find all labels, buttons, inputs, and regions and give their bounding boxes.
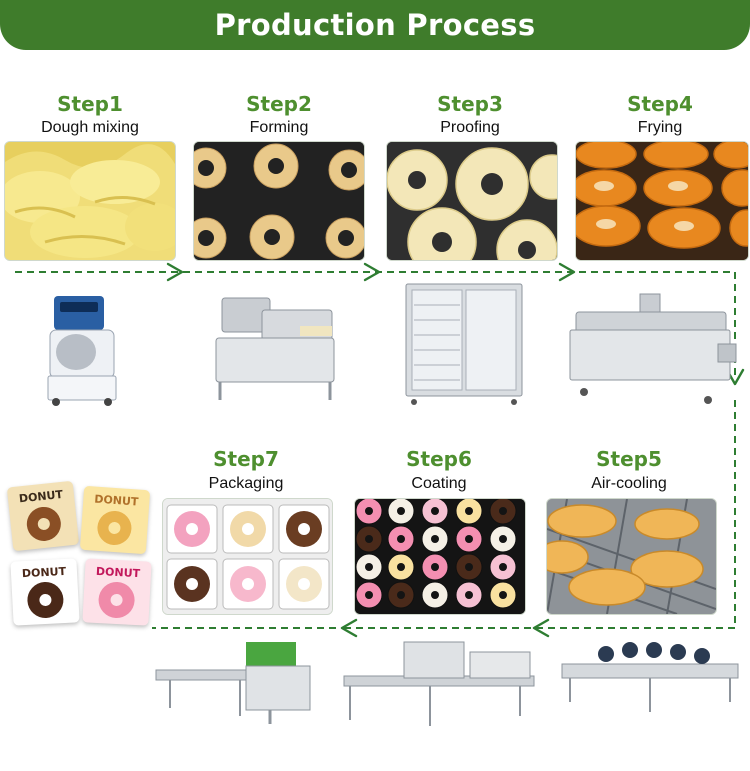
coating-line-icon bbox=[343, 641, 535, 726]
step1-name: Dough mixing bbox=[41, 119, 139, 136]
package-donut-icon bbox=[97, 510, 132, 545]
dough-image bbox=[5, 142, 175, 260]
air-cooling-line-icon bbox=[561, 642, 739, 712]
step4-number: Step4 bbox=[627, 92, 693, 116]
proofing-cabinet-icon bbox=[405, 283, 523, 405]
package-donut-icon bbox=[98, 581, 135, 618]
step2-name: Forming bbox=[249, 119, 309, 136]
fried-donuts-image bbox=[576, 142, 748, 260]
packaging-photo bbox=[162, 498, 333, 615]
page-title: Production Process bbox=[214, 8, 536, 42]
fryer-machine-icon bbox=[569, 293, 737, 404]
arrow-left-icon bbox=[532, 618, 550, 638]
arrow-right-icon bbox=[166, 262, 184, 282]
dough-mixing-photo bbox=[4, 141, 176, 261]
donut-package-3: DONUT bbox=[10, 558, 80, 626]
arrow-left-icon bbox=[340, 618, 358, 638]
forming-machine-icon bbox=[215, 297, 335, 400]
step5-name: Air-cooling bbox=[591, 475, 667, 492]
step3-number: Step3 bbox=[437, 92, 503, 116]
step5-number: Step5 bbox=[596, 447, 662, 471]
right-down-flow-line bbox=[342, 400, 736, 629]
step7-number: Step7 bbox=[213, 447, 279, 471]
air-cooling-photo bbox=[546, 498, 717, 615]
packed-donuts-image bbox=[163, 499, 332, 614]
header-banner: Production Process bbox=[0, 0, 750, 50]
package-donut-icon bbox=[26, 506, 61, 541]
proofing-photo bbox=[386, 141, 558, 261]
step4-name: Frying bbox=[637, 119, 683, 136]
coating-photo bbox=[354, 498, 526, 615]
donut-package-2: DONUT bbox=[79, 485, 151, 555]
step6-number: Step6 bbox=[406, 447, 472, 471]
cooling-donuts-image bbox=[547, 499, 716, 614]
step3-name: Proofing bbox=[440, 119, 500, 136]
step7-name: Packaging bbox=[208, 475, 284, 492]
step1-number: Step1 bbox=[57, 92, 123, 116]
proofed-donuts-image bbox=[387, 142, 557, 260]
coated-donuts-image bbox=[355, 499, 525, 614]
arrow-right-icon bbox=[363, 262, 381, 282]
donut-package-4: DONUT bbox=[82, 558, 152, 626]
dough-mixer-icon bbox=[47, 296, 117, 406]
arrow-right-icon bbox=[558, 262, 576, 282]
frying-photo bbox=[575, 141, 749, 261]
step2-number: Step2 bbox=[246, 92, 312, 116]
donut-package-1: DONUT bbox=[6, 480, 80, 552]
package-donut-icon bbox=[27, 581, 64, 618]
packaging-machine-icon bbox=[155, 642, 311, 724]
step6-name: Coating bbox=[411, 475, 467, 492]
dough-rings-image bbox=[194, 142, 364, 260]
forming-photo bbox=[193, 141, 365, 261]
